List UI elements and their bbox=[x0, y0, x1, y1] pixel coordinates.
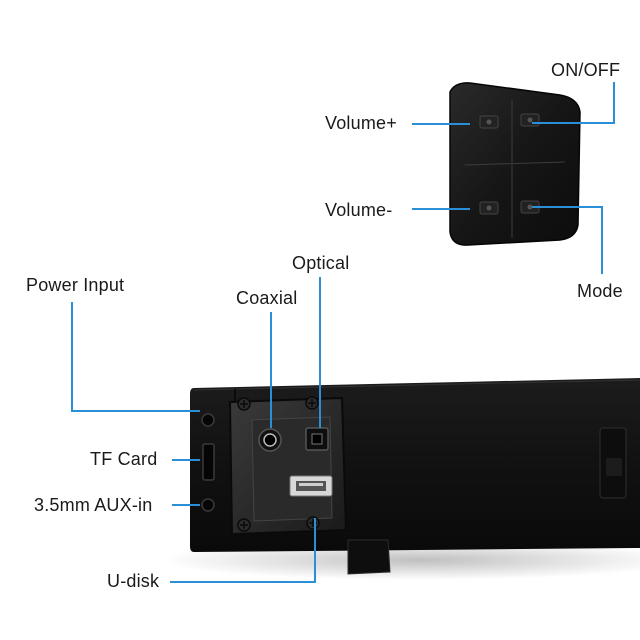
volume-plus-label: Volume+ bbox=[325, 113, 397, 133]
volume-minus-label: Volume- bbox=[325, 200, 393, 220]
usb-port[interactable] bbox=[289, 475, 333, 497]
callout-u-disk-line bbox=[170, 518, 316, 583]
callout-power-input-line bbox=[71, 302, 200, 412]
port-panel bbox=[228, 396, 348, 536]
power-input-port[interactable] bbox=[201, 413, 215, 427]
callout-on-off-line bbox=[532, 82, 615, 124]
tf-card-label: TF Card bbox=[90, 449, 158, 469]
volume-plus-button[interactable] bbox=[479, 115, 499, 129]
u-disk-label: U-disk bbox=[107, 571, 160, 591]
screw-icon bbox=[306, 516, 320, 530]
volume-minus-button[interactable] bbox=[479, 201, 499, 215]
tf-card-slot[interactable] bbox=[202, 443, 215, 481]
on-off-button[interactable] bbox=[520, 113, 540, 127]
optical-port[interactable] bbox=[305, 427, 329, 451]
on-off-label: ON/OFF bbox=[551, 60, 621, 80]
control-pad bbox=[449, 82, 581, 246]
aux-in-port[interactable] bbox=[201, 498, 215, 512]
screw-icon bbox=[237, 518, 251, 532]
callout-mode-line bbox=[532, 206, 603, 274]
screw-icon bbox=[237, 397, 251, 411]
power-input-label: Power Input bbox=[26, 275, 125, 295]
mode-label: Mode bbox=[577, 281, 623, 301]
callout-lines bbox=[71, 82, 615, 583]
coaxial-label: Coaxial bbox=[236, 288, 298, 308]
coaxial-port[interactable] bbox=[258, 428, 282, 452]
aux-in-label: 3.5mm AUX-in bbox=[34, 495, 153, 515]
screw-icon bbox=[305, 396, 319, 410]
optical-label: Optical bbox=[292, 253, 350, 273]
